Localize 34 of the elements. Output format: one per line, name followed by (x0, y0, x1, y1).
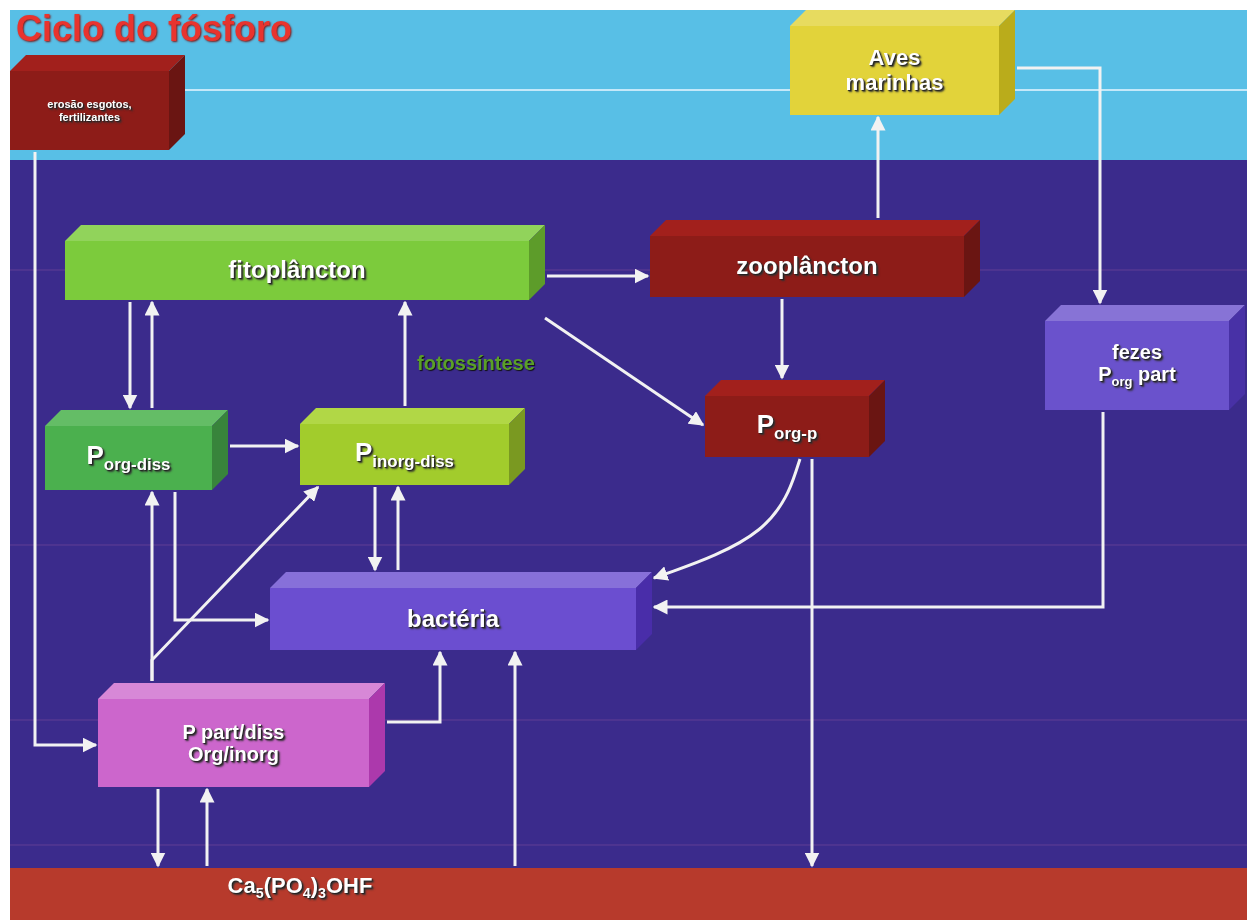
block-label: fezes (1112, 341, 1162, 364)
title: Ciclo do fósforo (16, 8, 292, 50)
block-label: bactéria (406, 605, 500, 633)
arrow (173, 492, 270, 628)
block-label: fitoplâncton (228, 257, 366, 284)
block-label: P$_{org}$ part (1098, 363, 1176, 390)
arrow (367, 487, 383, 572)
arrow (33, 152, 98, 753)
block-label: zooplâncton (736, 253, 878, 280)
arrow (774, 299, 790, 380)
arrow (150, 789, 166, 868)
arrow (122, 302, 138, 410)
block-label: Ca$_{5}$(PO$_{4}$)$_{3}$OHF (227, 873, 373, 903)
block-label: P$_{inorg-diss}$ (355, 437, 454, 472)
arrow (230, 438, 300, 454)
arrow (1017, 66, 1108, 305)
arrow (390, 485, 406, 570)
arrow (547, 268, 650, 284)
block-label: P$_{org-p}$ (756, 409, 818, 444)
arrow (199, 787, 215, 866)
arrow (870, 115, 886, 218)
arrow (544, 316, 705, 427)
arrow (507, 650, 523, 866)
block-label: Aves marinhas (844, 46, 945, 95)
block-label: P$_{org-diss}$ (86, 441, 171, 475)
arrow (150, 485, 320, 681)
arrow (397, 300, 413, 406)
block-label: P part/diss Org/inorg (181, 721, 286, 765)
arrow (652, 458, 802, 581)
arrow (804, 459, 820, 868)
arrow (652, 412, 1105, 615)
block-label: erosão esgotos, fertilizantes (46, 98, 133, 123)
arrow (144, 300, 160, 408)
arrow (387, 650, 448, 724)
